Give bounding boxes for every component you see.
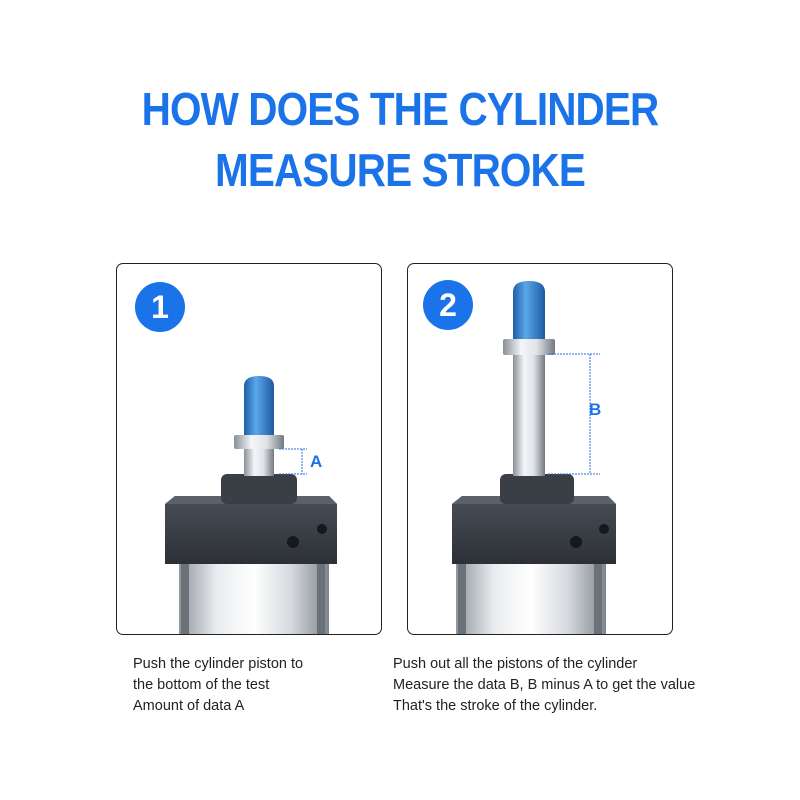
caption-line: Measure the data B, B minus A to get the… (393, 677, 696, 693)
page-title-line-2: MEASURE STROKE (214, 144, 586, 196)
measure-b-label: B (589, 400, 602, 419)
blue-cap (244, 376, 274, 435)
cylinder-tube (179, 554, 329, 634)
cylinder-head-block (452, 496, 616, 564)
cylinder-head-block (165, 496, 337, 564)
step-1-panel: 1 A (116, 263, 382, 635)
step-1-caption: Push the cylinder piston to the bottom o… (133, 654, 303, 717)
blue-cap (513, 281, 545, 339)
rod-nut (503, 339, 555, 355)
piston-rod (513, 354, 545, 476)
rod-nut (234, 435, 284, 449)
step-2-badge: 2 (423, 280, 473, 330)
caption-line: Amount of data A (133, 698, 245, 714)
caption-line: Push out all the pistons of the cylinder (393, 656, 638, 672)
rod-collar (221, 474, 297, 504)
step-1-badge: 1 (135, 282, 185, 332)
cylinder-retracted-image (165, 376, 337, 634)
step-2-caption: Push out all the pistons of the cylinder… (393, 654, 695, 717)
measure-a-label: A (310, 452, 323, 471)
caption-line: the bottom of the test (133, 677, 270, 693)
step-2-panel: 2 B (407, 263, 673, 635)
caption-line: Push the cylinder piston to (133, 656, 304, 672)
rod-collar (500, 474, 574, 504)
cylinder-tube (456, 554, 606, 634)
piston-rod (244, 448, 274, 476)
caption-line: That's the stroke of the cylinder. (393, 698, 598, 714)
page-title-line-1: HOW DOES THE CYLINDER (141, 83, 660, 135)
cylinder-extended-image (452, 281, 616, 634)
